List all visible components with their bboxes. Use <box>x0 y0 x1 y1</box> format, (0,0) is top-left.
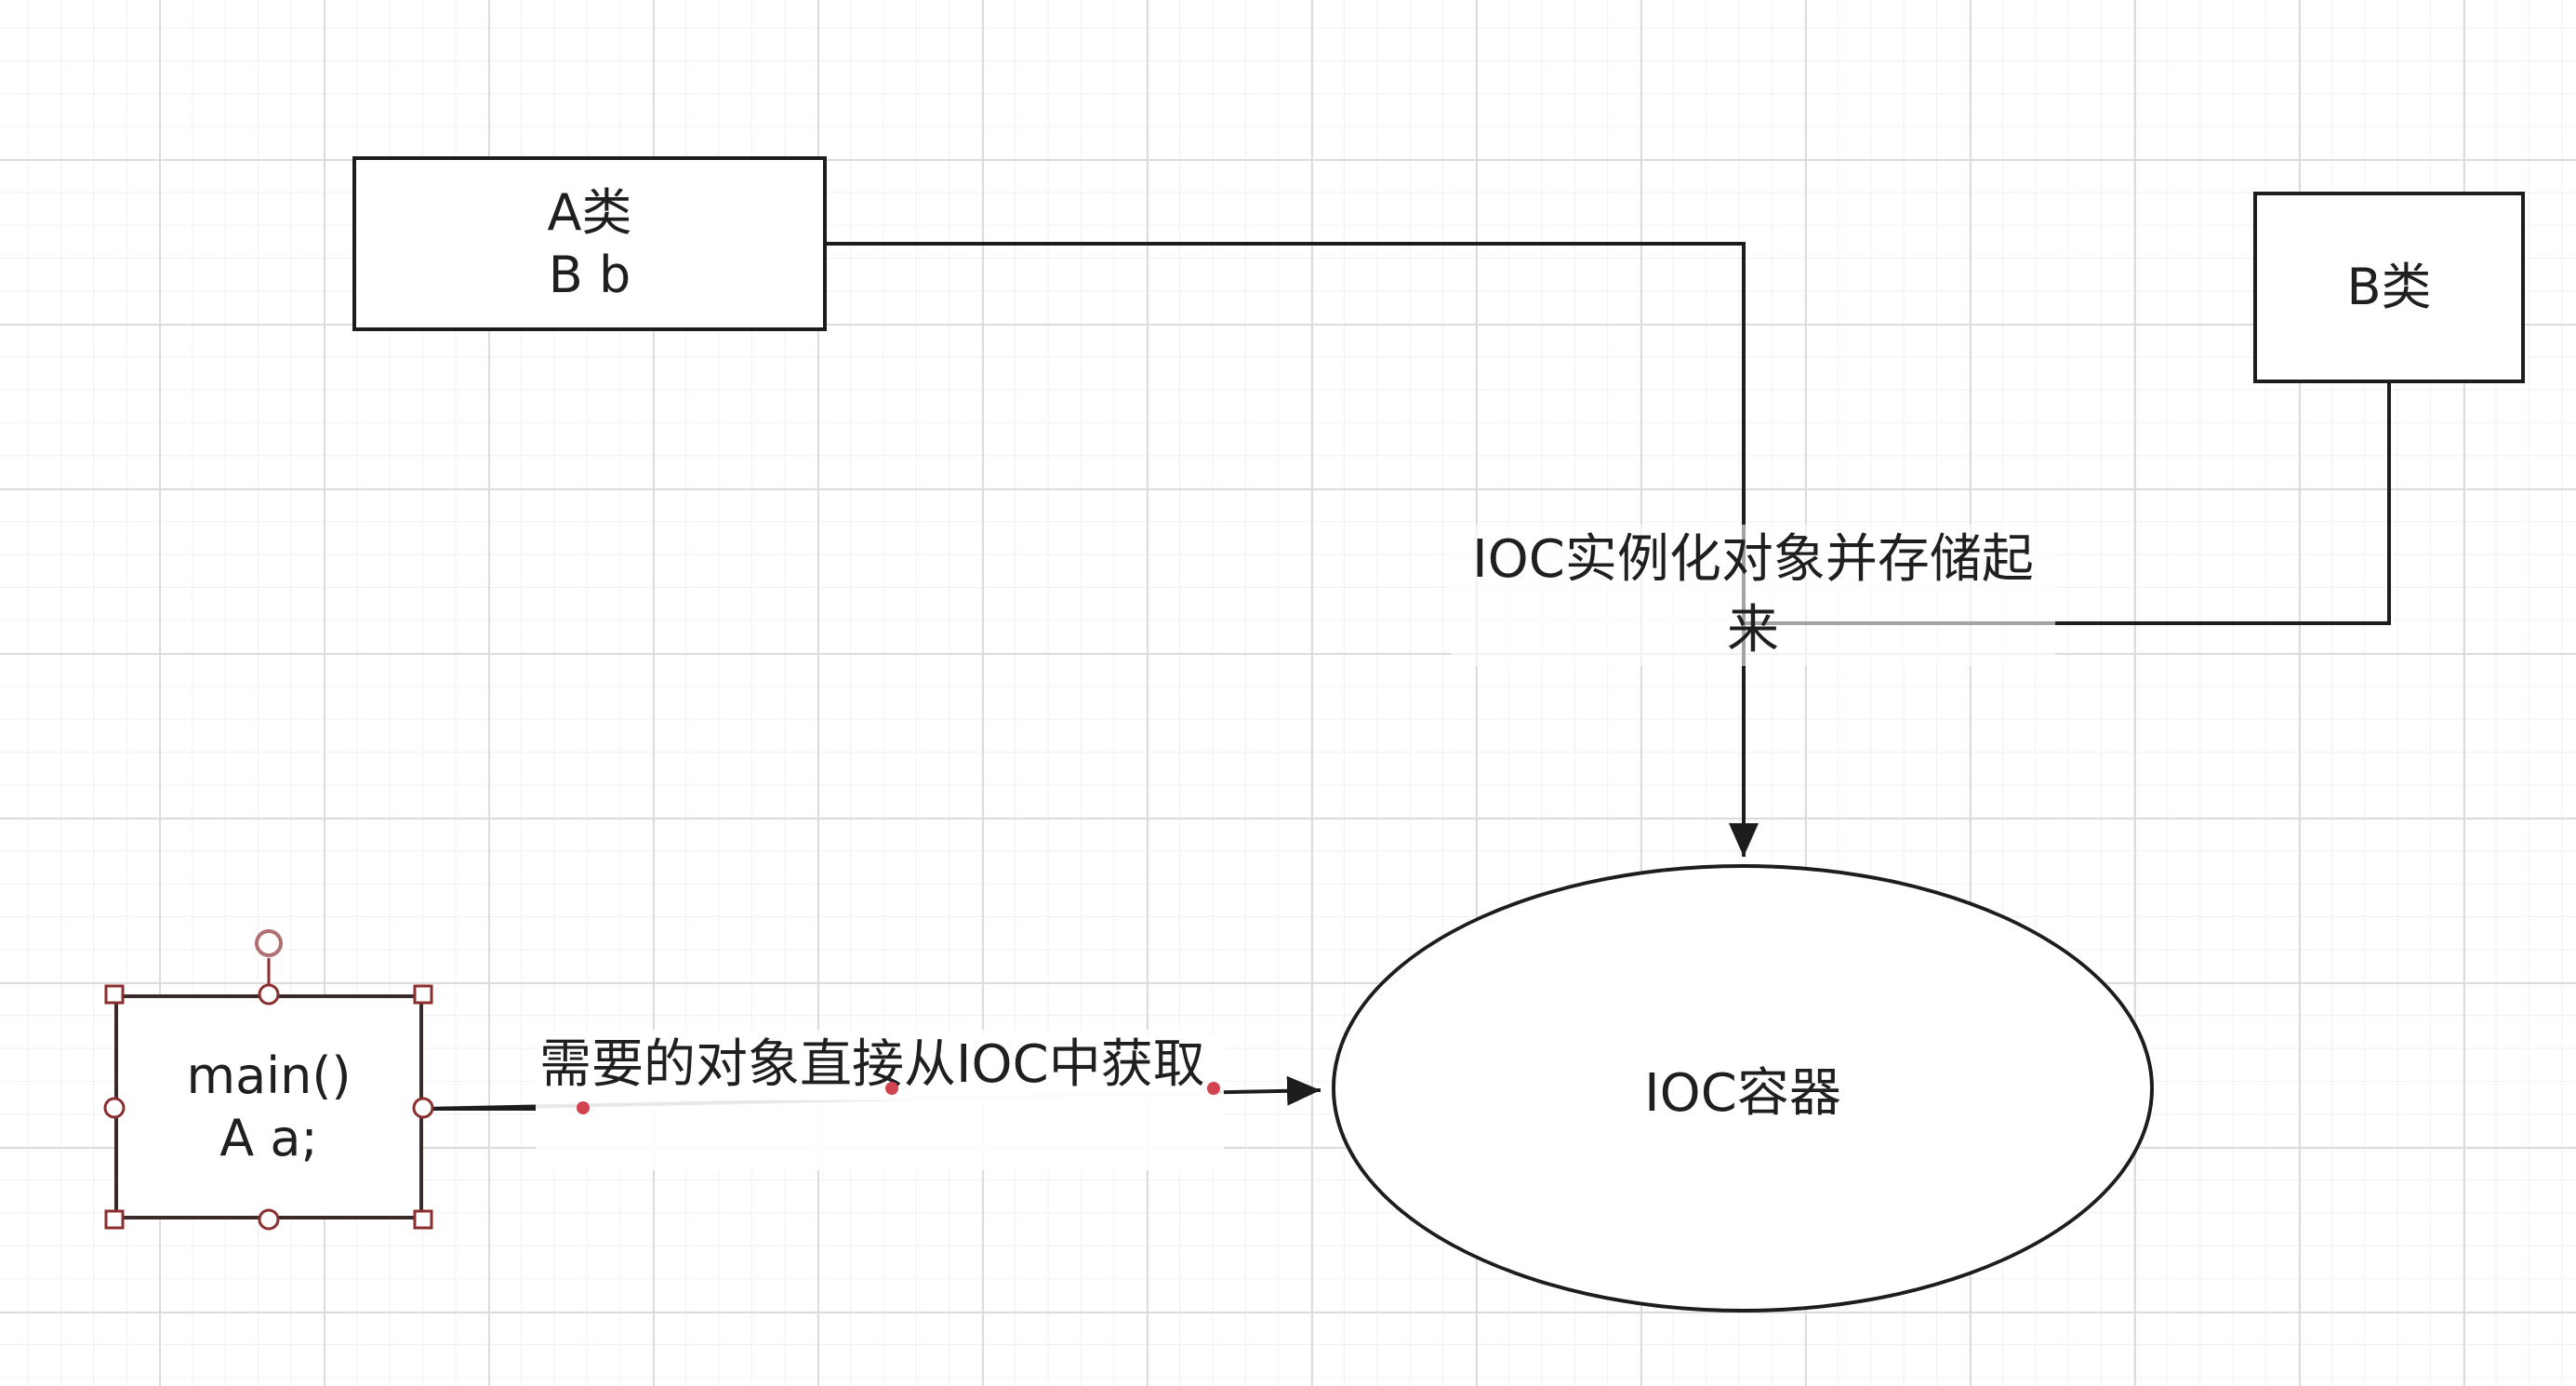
resize-handle-e[interactable] <box>412 1097 434 1119</box>
main-field: A a; <box>219 1109 318 1167</box>
edge-label-fetch[interactable]: 需要的对象直接从IOC中获取 <box>536 1030 1209 1100</box>
class-b-node[interactable]: B类 <box>2253 192 2525 383</box>
edge-waypoint-2[interactable] <box>885 1082 898 1095</box>
resize-handle-w[interactable] <box>103 1097 126 1119</box>
rotate-handle[interactable] <box>255 929 283 957</box>
class-a-field: B b <box>548 246 631 304</box>
edge-waypoint-1[interactable] <box>577 1101 590 1114</box>
edge-waypoint-3[interactable] <box>1207 1082 1220 1095</box>
resize-handle-se[interactable] <box>413 1209 433 1230</box>
resize-handle-ne[interactable] <box>413 984 433 1005</box>
ioc-container-node[interactable]: IOC容器 <box>1332 864 2154 1313</box>
edge-label-store-line-1: IOC实例化对象并存储起 <box>1472 529 2034 590</box>
class-a-node[interactable]: A类 B b <box>352 156 827 331</box>
resize-handle-n[interactable] <box>258 983 280 1006</box>
class-a-title: A类 <box>547 182 632 242</box>
resize-handle-nw[interactable] <box>104 984 125 1005</box>
main-method: main() <box>186 1046 352 1105</box>
class-b-title: B类 <box>2346 258 2432 317</box>
resize-handle-sw[interactable] <box>104 1209 125 1230</box>
resize-handle-s[interactable] <box>258 1208 280 1231</box>
ioc-container-label: IOC容器 <box>1644 1062 1841 1124</box>
edge-label-store-line-2: 来 <box>1727 600 1779 660</box>
edge-label-store[interactable]: IOC实例化对象并存储起 来 <box>1451 525 2055 666</box>
